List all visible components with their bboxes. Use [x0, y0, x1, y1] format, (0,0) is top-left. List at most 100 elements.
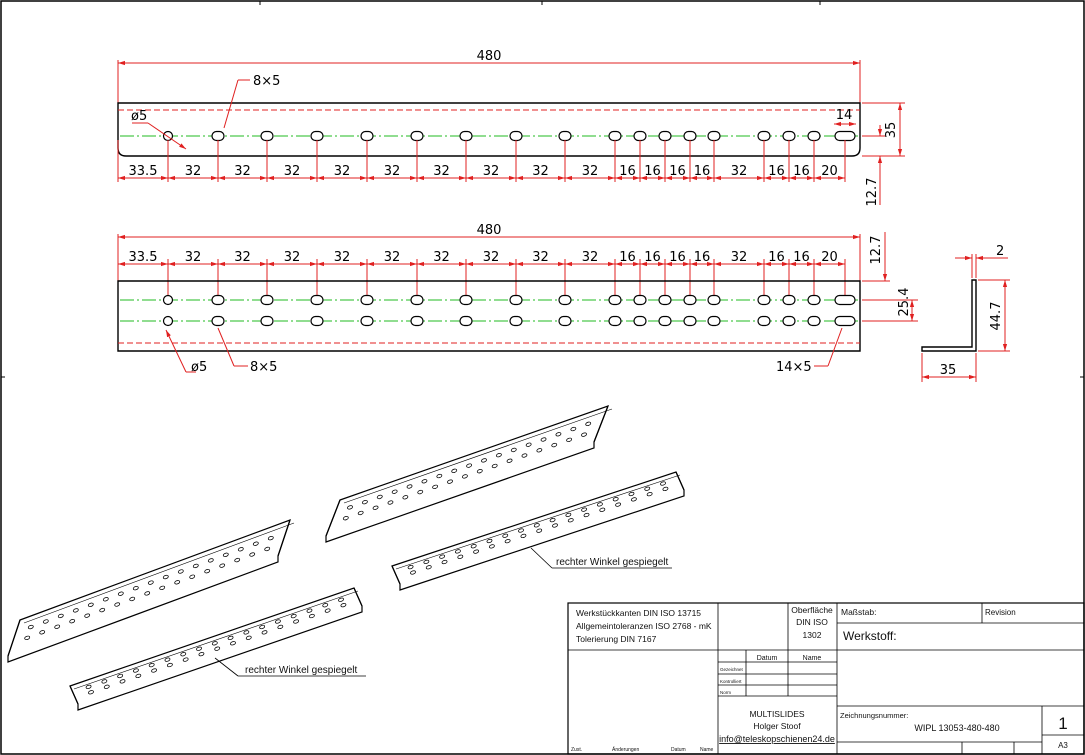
bracket-hole: [102, 597, 109, 602]
spacing-label: 32: [582, 164, 599, 179]
tb-company-2: Holger Stoof: [753, 721, 801, 731]
bracket-hole: [308, 613, 315, 619]
slot-hole: [782, 315, 796, 327]
bottom-end-slot-label: 14×5: [776, 360, 812, 375]
bracket-hole: [387, 500, 394, 505]
bracket-hole: [147, 580, 154, 585]
bottom-row-spacing-label: 25.4: [897, 288, 912, 317]
spacing-label: 32: [334, 164, 351, 179]
top-edge-distance-label: 12.7: [865, 178, 880, 207]
top-holes: [162, 130, 856, 142]
tb-material-label: Werkstoff:: [843, 629, 897, 643]
bracket-hole: [144, 591, 151, 596]
bracket-hole: [164, 657, 171, 662]
bracket-hole: [555, 432, 562, 437]
top-overall-length: 480: [477, 49, 502, 64]
tb-footer-3: Datum: [671, 747, 686, 753]
bracket-hole: [42, 619, 49, 624]
spacing-label: 16: [768, 250, 785, 265]
spacing-label: 32: [384, 164, 401, 179]
tb-date-label: Datum: [757, 655, 778, 662]
tb-footer-4: Name: [700, 747, 714, 753]
bottom-slot-label: 8×5: [250, 360, 277, 375]
bracket-hole: [117, 591, 124, 596]
bracket-hole: [628, 491, 635, 497]
slot-hole: [608, 130, 622, 142]
spacing-label: 16: [644, 164, 661, 179]
angle-bracket-fold: [343, 408, 613, 504]
top-end-slot-width: 14: [836, 108, 853, 123]
spacing-label: 32: [384, 250, 401, 265]
bracket-hole: [290, 613, 297, 619]
bracket-hole: [581, 432, 587, 437]
bracket-hole: [533, 523, 540, 528]
bracket-hole: [376, 494, 383, 500]
slot-hole: [558, 130, 572, 142]
angle-bracket-edge: [69, 587, 363, 705]
end-slot: [834, 294, 856, 306]
spacing-label: 33.5: [129, 250, 158, 265]
angle-bracket-fold: [23, 522, 295, 624]
bracket-hole: [196, 646, 202, 651]
tb-sheet: 1: [1058, 714, 1067, 733]
bracket-hole: [132, 586, 139, 591]
bracket-hole: [451, 468, 458, 473]
bracket-hole: [502, 533, 509, 538]
bracket-hole: [441, 559, 448, 565]
angle-bracket-fold: [73, 590, 359, 690]
bracket-hole: [596, 502, 603, 507]
slot-hole: [707, 130, 721, 142]
spacing-label: 20: [821, 250, 838, 265]
bracket-hole: [166, 662, 173, 668]
bracket-hole: [69, 619, 76, 624]
spacing-label: 32: [284, 250, 301, 265]
bracket-hole: [101, 679, 108, 684]
spacing-label: 32: [284, 164, 301, 179]
slot-hole: [260, 315, 274, 327]
bracket-hole: [432, 484, 439, 489]
bracket-hole: [174, 580, 181, 585]
bracket-hole: [536, 448, 543, 453]
spacing-label: 16: [793, 250, 810, 265]
bracket-hole: [536, 528, 543, 533]
mirrored-note-1: rechter Winkel gespiegelt: [556, 557, 668, 568]
bracket-hole: [243, 630, 250, 635]
bracket-hole: [447, 479, 453, 484]
bracket-hole: [406, 484, 413, 489]
bottom-round-hole-label: ø5: [191, 360, 207, 375]
angle-bracket-fold: [395, 474, 681, 570]
spacing-label: 16: [669, 164, 686, 179]
slot-hole: [782, 130, 796, 142]
end-slot: [834, 130, 856, 142]
bracket-hole: [214, 646, 221, 651]
slot-hole: [757, 294, 771, 306]
spacing-label: 32: [234, 250, 251, 265]
bottom-holes: [162, 294, 856, 327]
bracket-hole: [198, 652, 205, 657]
bracket-hole: [402, 495, 409, 500]
end-slot: [834, 315, 856, 327]
bracket-hole: [347, 505, 353, 510]
slot-hole: [360, 315, 374, 327]
bracket-hole: [581, 507, 588, 512]
slot-hole: [683, 130, 697, 142]
bracket-hole: [481, 458, 487, 463]
slot-hole: [410, 315, 424, 327]
bracket-hole: [192, 563, 199, 569]
bracket-hole: [436, 473, 443, 479]
bracket-hole: [54, 624, 61, 629]
tb-norm-label: Norm: [720, 690, 731, 695]
bracket-hole: [27, 624, 34, 630]
slot-hole: [558, 315, 572, 327]
slot-hole: [707, 315, 721, 327]
bracket-hole: [261, 630, 268, 635]
slot-hole: [211, 315, 225, 327]
slot-hole: [509, 130, 523, 142]
slot-hole: [360, 130, 374, 142]
bracket-hole: [252, 541, 259, 546]
bracket-hole: [630, 497, 637, 502]
bracket-hole: [340, 603, 347, 608]
slot-hole: [757, 315, 771, 327]
tb-note-1: Werkstückkanten DIN ISO 13715: [576, 608, 701, 618]
